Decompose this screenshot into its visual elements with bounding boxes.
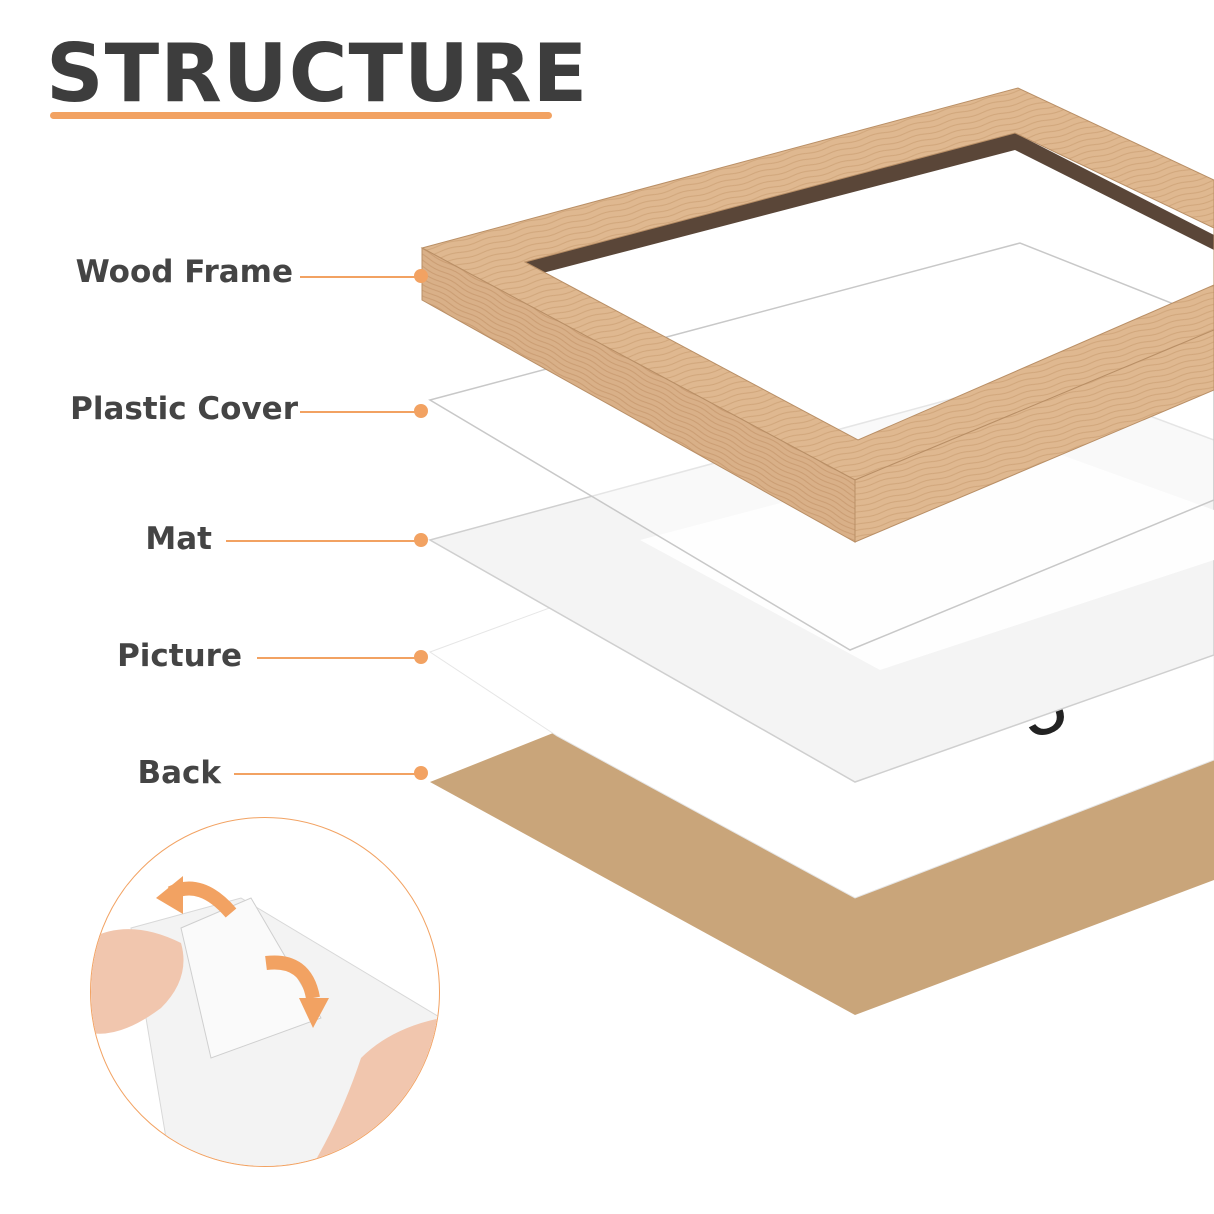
label-mat: Mat: [145, 521, 212, 557]
leader-line: [300, 411, 420, 413]
leader-dot: [414, 404, 428, 418]
wood-frame-right-side: [854, 329, 1214, 543]
arrow-head-down: [299, 998, 329, 1028]
hand-right: [312, 1018, 439, 1166]
leader-dot: [414, 533, 428, 547]
mat-window: [640, 440, 1214, 670]
label-picture: Picture: [117, 638, 242, 674]
leader-line: [300, 276, 420, 278]
leader-line: [226, 540, 420, 542]
arrow-head-left: [156, 876, 183, 914]
label-plastic-cover: Plastic Cover: [70, 391, 298, 427]
label-wood-frame: Wood Frame: [75, 254, 293, 290]
leader-dot: [414, 766, 428, 780]
frame-inner-shadow: [520, 133, 1214, 275]
leader-line: [257, 657, 420, 659]
arrow-curved-down-icon: [265, 955, 320, 1000]
label-back: Back: [137, 755, 221, 791]
hand-left: [91, 929, 184, 1034]
peel-film-illustration: [91, 876, 439, 1166]
page-title: STRUCTURE: [46, 27, 589, 120]
leader-dot: [414, 650, 428, 664]
leader-line: [234, 773, 420, 775]
peel-film-inset: [90, 817, 440, 1167]
leader-dot: [414, 269, 428, 283]
title-underline: [50, 112, 552, 119]
